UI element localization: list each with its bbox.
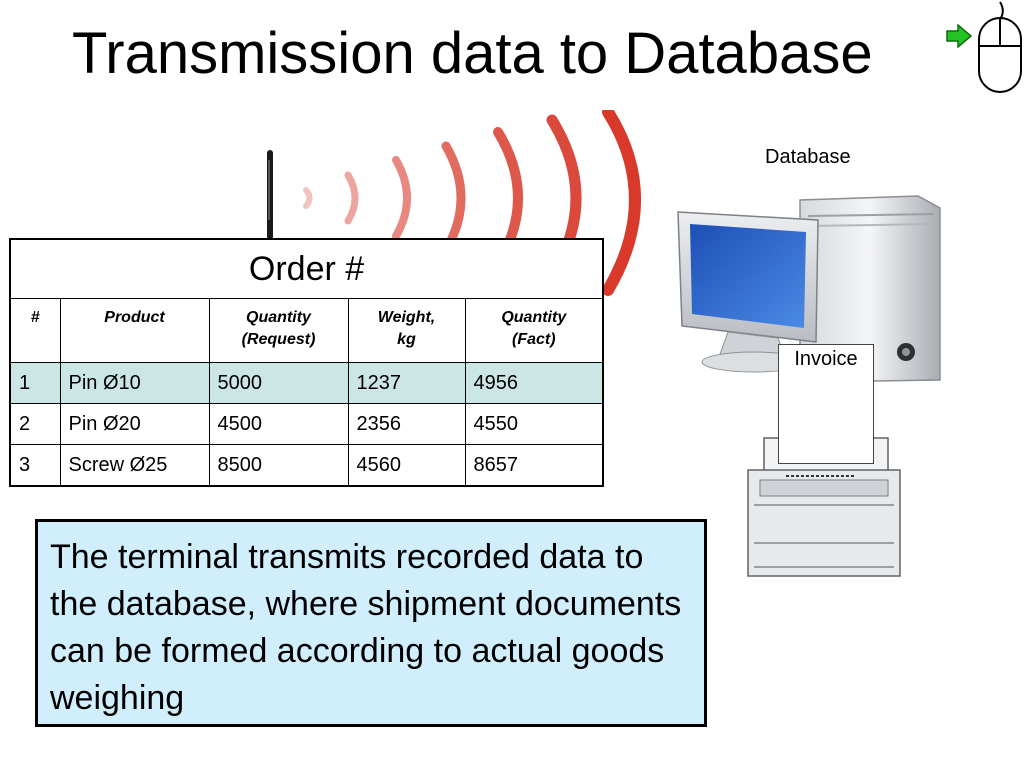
table-header-cell: Quantity (Fact) bbox=[464, 298, 604, 363]
table-header-cell: Product bbox=[59, 298, 210, 363]
printer-icon bbox=[747, 437, 901, 577]
table-cell: 4956 bbox=[464, 362, 604, 404]
mouse-icon[interactable] bbox=[975, 0, 1024, 96]
table-cell: 8657 bbox=[464, 444, 604, 487]
table-cell: Pin Ø10 bbox=[59, 362, 210, 404]
order-title: Order # bbox=[248, 249, 365, 288]
order-title-cell: Order # bbox=[9, 238, 604, 299]
table-cell: 4500 bbox=[208, 403, 349, 445]
invoice-label: Invoice bbox=[794, 348, 858, 370]
table-cell: 2 bbox=[9, 403, 61, 445]
antenna-icon bbox=[267, 150, 273, 240]
table-cell: 2356 bbox=[347, 403, 466, 445]
table-cell: Screw Ø25 bbox=[59, 444, 210, 487]
invoice-document: Invoice bbox=[778, 344, 874, 464]
table-cell: 4560 bbox=[347, 444, 466, 487]
database-label: Database bbox=[765, 146, 851, 168]
table-cell: Pin Ø20 bbox=[59, 403, 210, 445]
table-cell: 4550 bbox=[464, 403, 604, 445]
table-cell: 1 bbox=[9, 362, 61, 404]
table-header-cell: Weight, kg bbox=[347, 298, 466, 363]
computer-icon bbox=[677, 195, 941, 383]
table-cell: 8500 bbox=[208, 444, 349, 487]
table-header-cell: # bbox=[9, 298, 61, 363]
table-header-cell: Quantity (Request) bbox=[208, 298, 349, 363]
table-cell: 1237 bbox=[347, 362, 466, 404]
green-arrow-icon[interactable] bbox=[946, 24, 972, 48]
table-cell: 5000 bbox=[208, 362, 349, 404]
table-cell: 3 bbox=[9, 444, 61, 487]
caption-box: The terminal transmits recorded data to … bbox=[35, 519, 707, 727]
slide-title: Transmission data to Database bbox=[72, 21, 873, 86]
